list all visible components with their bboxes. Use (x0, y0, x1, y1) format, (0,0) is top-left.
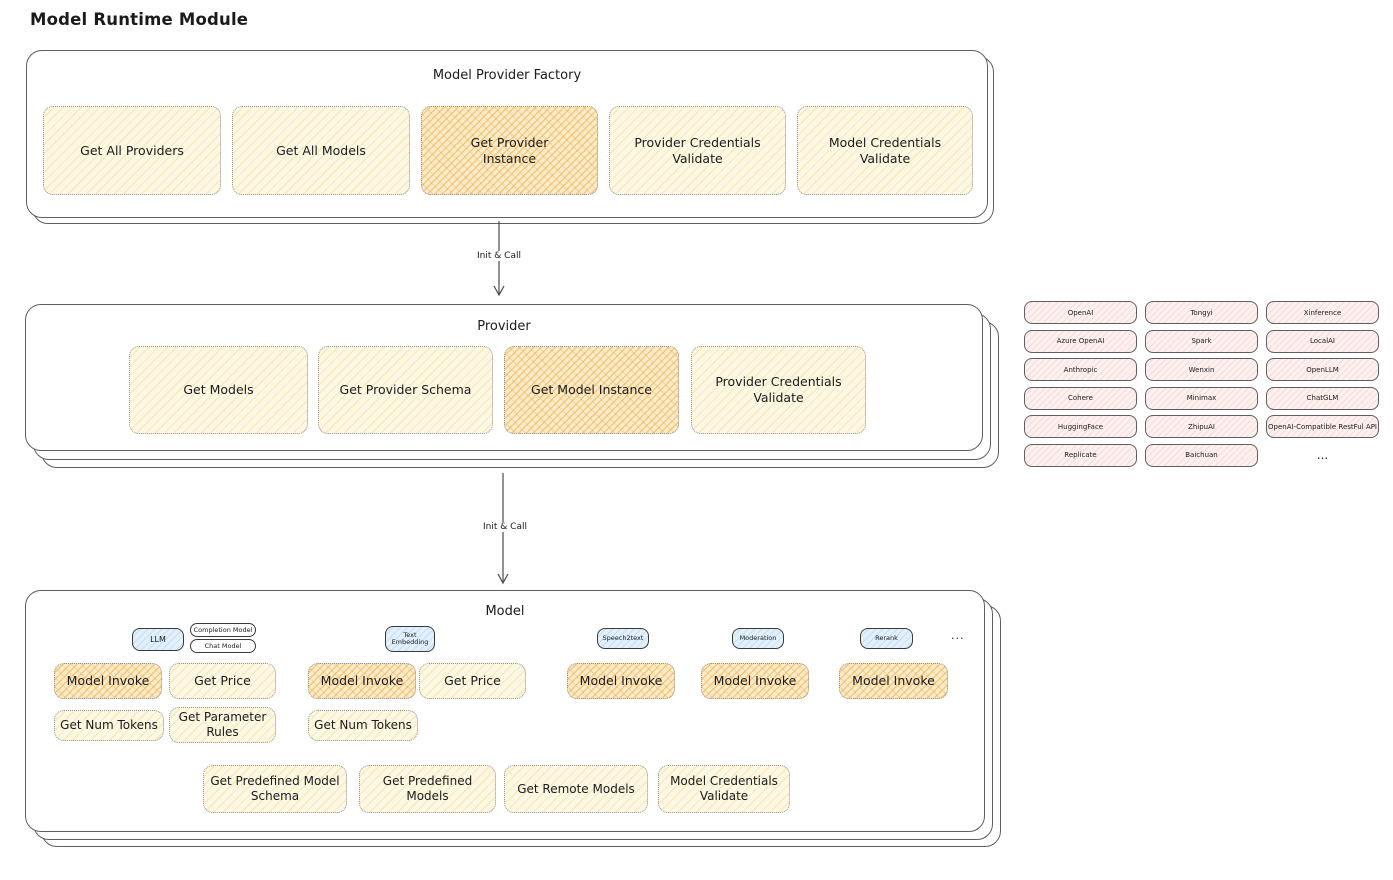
provider-item-get-models: Get Models (129, 346, 308, 434)
llm-model-invoke: Model Invoke (54, 663, 162, 699)
provider-chip-zhipuai: ZhipuAI (1145, 415, 1258, 438)
provider-title: Provider (477, 319, 531, 334)
model-get-predefined-model-schema: Get Predefined Model Schema (203, 765, 347, 813)
tab-rerank: Rerank (860, 628, 913, 649)
provider-grid-more: ... (1316, 448, 1329, 462)
factory-item-get-provider-instance: Get Provider Instance (421, 106, 598, 195)
provider-chip-azure-openai: Azure OpenAI (1024, 329, 1137, 353)
rerank-model-invoke: Model Invoke (839, 663, 948, 699)
model-stack: Model LLM Completion Model Chat Model Te… (25, 590, 1001, 847)
provider-chip-openai-compatible: OpenAI-Compatible RestFul API (1266, 415, 1379, 438)
provider-chip-wenxin: Wenxin (1145, 358, 1258, 381)
text-embedding-get-num-tokens: Get Num Tokens (308, 710, 418, 741)
model-get-remote-models: Get Remote Models (504, 765, 648, 813)
tab-chat-model: Chat Model (190, 639, 256, 653)
provider-chip-openai: OpenAI (1024, 301, 1137, 324)
factory-title: Model Provider Factory (432, 68, 582, 83)
tab-llm: LLM (132, 628, 184, 651)
tab-moderation: Moderation (732, 628, 784, 649)
provider-chip-minimax: Minimax (1145, 386, 1258, 410)
model-get-predefined-models: Get Predefined Models (359, 765, 496, 813)
factory-item-provider-credentials-validate: Provider Credentials Validate (609, 106, 786, 195)
factory-item-get-all-providers: Get All Providers (43, 106, 221, 195)
model-title: Model (485, 604, 525, 619)
provider-name-grid: OpenAI Tongyi Xinference Azure OpenAI Sp… (1024, 301, 1379, 467)
speech2text-model-invoke: Model Invoke (567, 663, 675, 699)
arrow-label-init-call-1: Init & Call (472, 251, 526, 261)
provider-chip-cohere: Cohere (1024, 386, 1137, 410)
provider-chip-localai: LocalAI (1266, 329, 1379, 353)
tab-completion-model: Completion Model (190, 623, 256, 637)
provider-chip-baichuan: Baichuan (1145, 443, 1258, 467)
tab-speech2text: Speech2text (597, 628, 649, 649)
page-title: Model Runtime Module (30, 10, 249, 29)
factory-item-get-all-models: Get All Models (232, 106, 410, 195)
provider-item-provider-credentials-validate: Provider Credentials Validate (691, 346, 866, 434)
provider-chip-spark: Spark (1145, 329, 1258, 353)
model-credentials-validate: Model Credentials Validate (658, 765, 790, 813)
provider-chip-replicate: Replicate (1024, 443, 1137, 467)
provider-item-get-model-instance: Get Model Instance (504, 346, 679, 434)
llm-get-parameter-rules: Get Parameter Rules (169, 707, 276, 743)
provider-item-get-provider-schema: Get Provider Schema (318, 346, 493, 434)
tabs-more: ... (951, 629, 965, 642)
moderation-model-invoke: Model Invoke (701, 663, 809, 699)
text-embedding-get-price: Get Price (419, 663, 526, 699)
factory-card: Model Provider Factory Get All Providers… (26, 50, 988, 218)
provider-chip-tongyi: Tongyi (1145, 301, 1258, 324)
factory-stack: Model Provider Factory Get All Providers… (26, 50, 994, 224)
llm-get-num-tokens: Get Num Tokens (54, 710, 164, 741)
text-embedding-model-invoke: Model Invoke (308, 663, 416, 699)
provider-chip-openllm: OpenLLM (1266, 358, 1379, 381)
arrow-label-init-call-2: Init & Call (478, 522, 532, 532)
provider-card: Provider Get Models Get Provider Schema … (25, 304, 983, 451)
provider-chip-chatglm: ChatGLM (1266, 386, 1379, 410)
provider-chip-anthropic: Anthropic (1024, 358, 1137, 381)
provider-stack: Provider Get Models Get Provider Schema … (25, 304, 999, 468)
factory-item-model-credentials-validate: Model Credentials Validate (797, 106, 973, 195)
tab-text-embedding: Text Embedding (385, 626, 435, 652)
llm-get-price: Get Price (169, 663, 276, 699)
provider-chip-huggingface: HuggingFace (1024, 415, 1137, 438)
provider-chip-xinference: Xinference (1266, 301, 1379, 324)
model-card: Model LLM Completion Model Chat Model Te… (25, 590, 985, 832)
